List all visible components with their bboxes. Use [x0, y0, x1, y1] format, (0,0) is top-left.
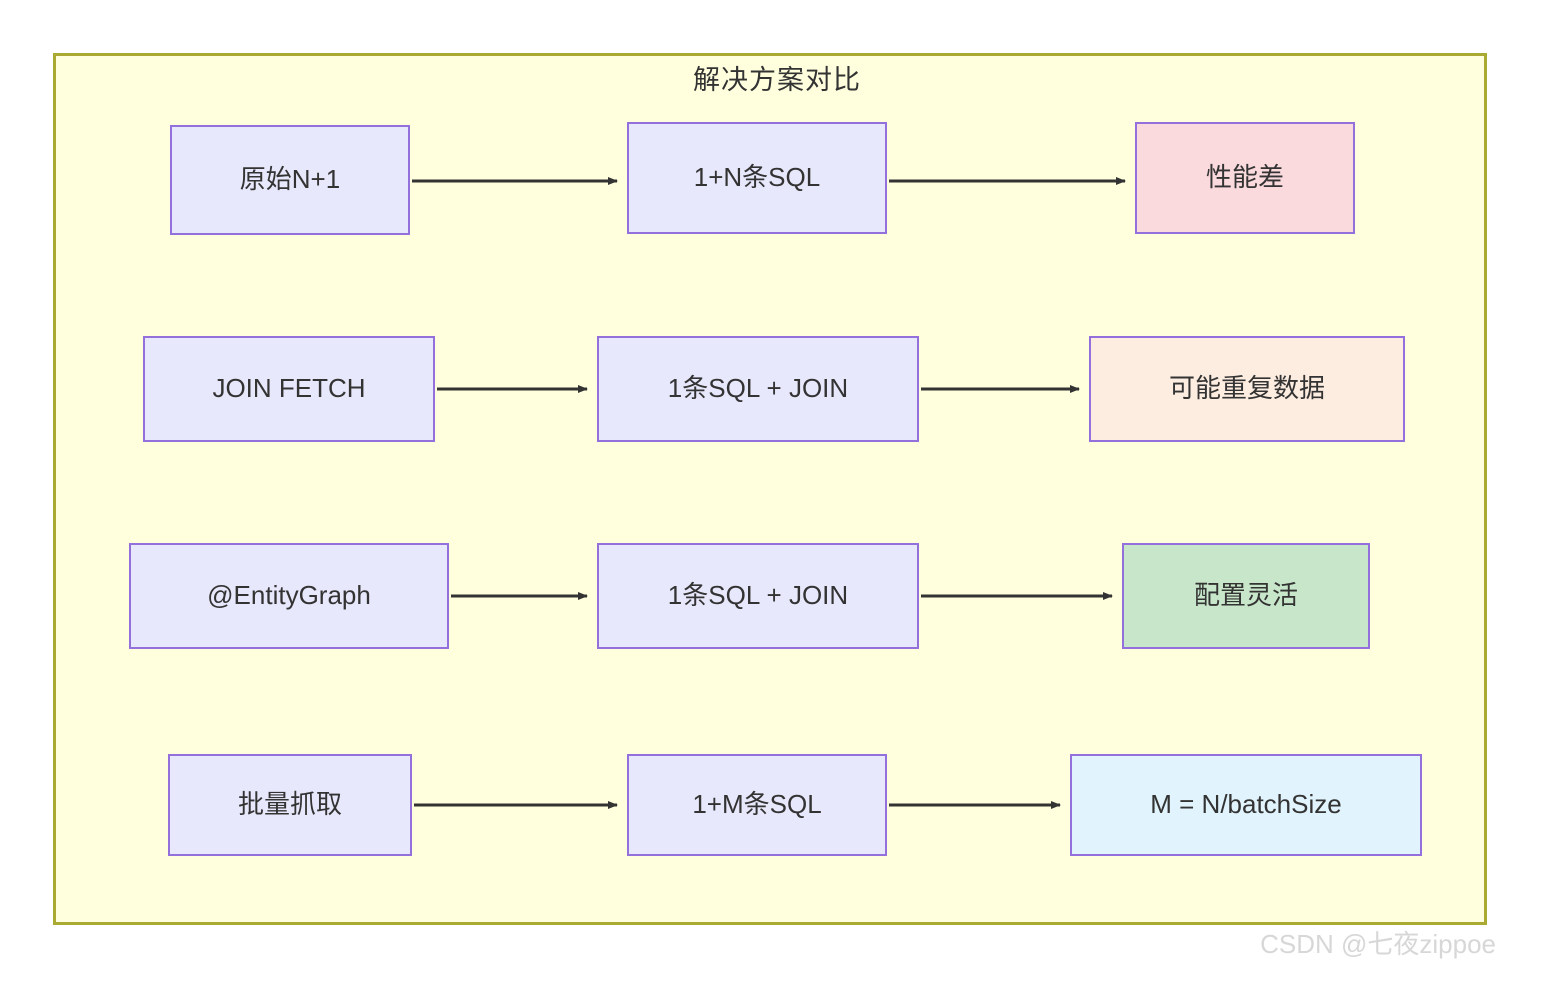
node-entity-graph[interactable]: @EntityGraph	[129, 543, 449, 649]
node-original-n-plus-1[interactable]: 原始N+1	[170, 125, 410, 235]
watermark-text: CSDN @七夜zippoe	[1260, 929, 1496, 959]
node-r3-result-flexible-config[interactable]: 配置灵活	[1122, 543, 1370, 649]
diagram-title: 解决方案对比	[693, 65, 861, 95]
node-r4-middle-sql[interactable]: 1+M条SQL	[627, 754, 887, 856]
node-r3-middle-sql[interactable]: 1条SQL + JOIN	[597, 543, 919, 649]
node-join-fetch[interactable]: JOIN FETCH	[143, 336, 435, 442]
node-r1-middle-sql[interactable]: 1+N条SQL	[627, 122, 887, 234]
node-r1-result-performance[interactable]: 性能差	[1135, 122, 1355, 234]
node-r2-middle-sql[interactable]: 1条SQL + JOIN	[597, 336, 919, 442]
node-r4-result-batch-formula[interactable]: M = N/batchSize	[1070, 754, 1422, 856]
node-r2-result-duplicate-data[interactable]: 可能重复数据	[1089, 336, 1405, 442]
node-batch-fetch[interactable]: 批量抓取	[168, 754, 412, 856]
